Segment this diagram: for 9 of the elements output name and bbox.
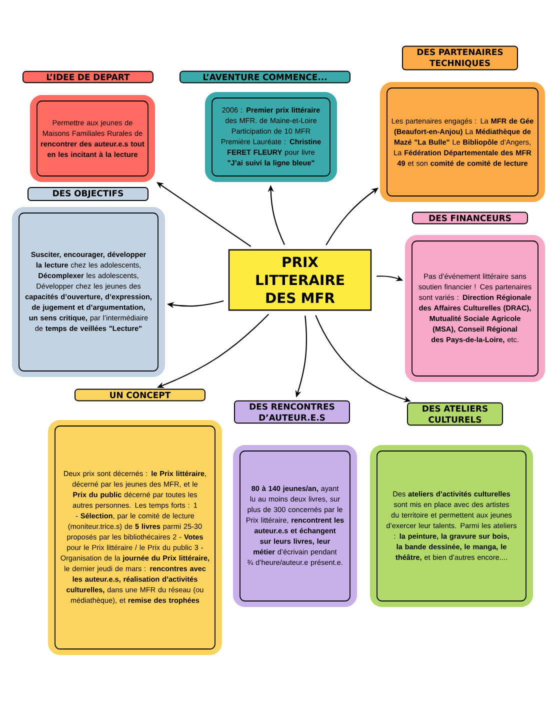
heading-box: DES FINANCEURS [412, 212, 528, 224]
title-box: PRIX LITTERAIRE DES MFR [228, 249, 372, 311]
heading-box: DES ATELIERS CULTURELS [407, 402, 503, 426]
heading-box: L’AVENTURE COMMENCE... [180, 70, 350, 84]
heading-box: DES OBJECTIFS [28, 187, 148, 201]
heading-box: DES PARTENAIRES TECHNIQUES [402, 46, 518, 70]
heading-box: UN CONCEPT [74, 388, 206, 402]
heading-box: L’IDEE DE DEPART [22, 70, 154, 84]
heading-box: DES RENCONTRES D’AUTEUR.E.S [234, 400, 350, 424]
